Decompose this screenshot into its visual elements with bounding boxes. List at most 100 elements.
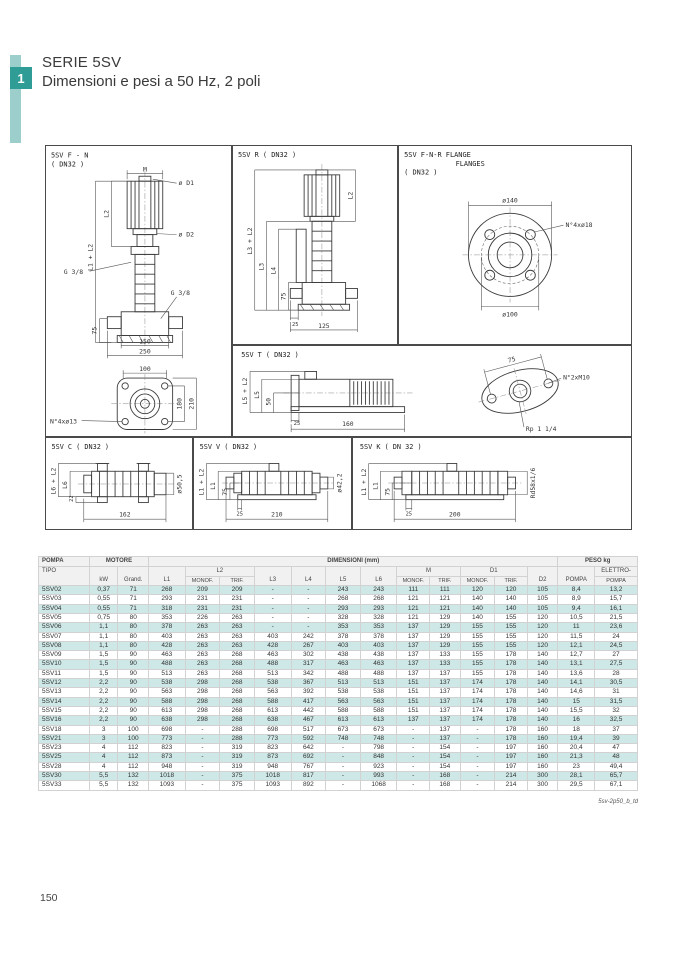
dimension-cell: 268 xyxy=(219,678,255,689)
dimension-cell: 467 xyxy=(290,715,327,726)
dimension-cell: 378 xyxy=(148,622,186,633)
dimension-cell: 154 xyxy=(429,761,461,773)
dimension-cell: 21,3 xyxy=(557,752,596,763)
dimension-cell: 367 xyxy=(290,678,327,689)
dimension-cell: - xyxy=(396,780,431,791)
dimension-cell: 137 xyxy=(396,622,431,633)
pump-type-cell: 5SV33 xyxy=(38,780,90,791)
dim-label-50: 50 xyxy=(266,398,273,406)
dimension-cell: 231 xyxy=(184,594,221,605)
dimension-cell: 698 xyxy=(148,724,186,735)
dimension-cell: 588 xyxy=(325,705,361,717)
dimension-cell: 178 xyxy=(494,687,528,698)
dimension-cell: 137 xyxy=(396,631,431,642)
page-subtitle: Dimensioni e pesi a 50 Hz, 2 poli xyxy=(42,73,261,90)
dimension-cell: 140 xyxy=(526,659,559,670)
pump-type-cell: 5SV03 xyxy=(38,594,90,605)
dimension-cell: 32,5 xyxy=(594,715,638,726)
dimension-cell: - xyxy=(459,771,496,782)
dimension-cell: 160 xyxy=(526,761,559,773)
dimension-cell: 8,9 xyxy=(557,594,596,605)
dimension-cell: 105 xyxy=(526,594,559,605)
dimension-cell: 463 xyxy=(148,650,186,661)
r-dimensions: L2 L3 + L2 L3 L4 75 25 125 xyxy=(246,169,358,332)
header-grand: Grand. xyxy=(117,565,149,587)
dim-label-l6l2: L6 + L2 xyxy=(50,467,57,494)
dimension-cell: 160 xyxy=(526,743,559,754)
flange-drawing: 5SV F-N-R FLANGE FLANGES ( DN32 ) ø140 xyxy=(404,151,593,318)
panel-flange-title1: 5SV F-N-R FLANGE xyxy=(404,151,471,159)
dimension-cell: 1068 xyxy=(359,780,398,791)
dimension-cell: 174 xyxy=(459,687,496,698)
dimension-cell: 15 xyxy=(557,696,596,707)
dimension-cell: 133 xyxy=(429,650,461,661)
dimension-cell: 638 xyxy=(148,715,186,726)
dimension-cell: - xyxy=(290,585,327,596)
dimension-cell: 174 xyxy=(459,696,496,707)
dimension-cell: 342 xyxy=(290,668,327,680)
pump-t-view xyxy=(283,370,413,413)
dimension-cell: - xyxy=(290,612,327,624)
header-d2: D2 xyxy=(526,565,559,587)
dimension-cell: 140 xyxy=(526,715,559,726)
panel-flange-subtitle: ( DN32 ) xyxy=(404,169,437,177)
dimension-cell: 121 xyxy=(396,603,431,615)
pump-type-cell: 5SV23 xyxy=(38,743,90,754)
dimension-cell: 80 xyxy=(117,640,149,652)
dimension-cell: - xyxy=(184,724,221,735)
dimension-cell: 155 xyxy=(494,631,528,642)
dimension-cell: 29,5 xyxy=(557,780,596,791)
dimension-cell: 151 xyxy=(396,696,431,707)
dimension-cell: 178 xyxy=(494,696,528,707)
dim-label-l1: L1 xyxy=(210,482,217,490)
dimension-cell: 120 xyxy=(526,612,559,624)
dimension-cell: 293 xyxy=(359,603,398,615)
dimension-cell: 178 xyxy=(494,715,528,726)
dimension-cell: 0,55 xyxy=(88,594,119,605)
dimension-cell: 2,2 xyxy=(88,715,119,726)
dimension-cell: 120 xyxy=(494,585,528,596)
header-dimensioni: DIMENSIONI (mm) xyxy=(147,556,559,567)
dimension-cell: 48 xyxy=(594,752,638,763)
dimension-cell: 353 xyxy=(148,612,186,624)
dim-label-25: 25 xyxy=(406,511,412,517)
dimension-cell: 375 xyxy=(219,780,255,791)
dimension-cell: 120 xyxy=(526,631,559,642)
panel-v-title: 5SV V ( DN32 ) xyxy=(200,443,258,451)
dimension-cell: 698 xyxy=(253,724,292,735)
header-tipo: TIPO xyxy=(38,565,90,587)
dimension-cell: 11 xyxy=(557,622,596,633)
dimension-cell: 268 xyxy=(219,715,255,726)
header-l4: L4 xyxy=(290,565,327,587)
dimension-cell: 588 xyxy=(359,705,398,717)
dimension-cell: 823 xyxy=(253,743,292,754)
technical-drawings: 5SV F - N ( DN32 ) xyxy=(45,145,632,530)
dimension-cell: 155 xyxy=(494,640,528,652)
dimension-cell: 538 xyxy=(253,678,292,689)
dimension-cell: 90 xyxy=(117,650,149,661)
dimension-cell: 231 xyxy=(219,603,255,615)
dimension-cell: 873 xyxy=(148,752,186,763)
dimension-cell: 353 xyxy=(359,622,398,633)
flange-dimensions: ø140 N°4xø18 ø100 xyxy=(468,196,593,318)
page-number: 150 xyxy=(40,892,58,904)
dim-label-25: 25 xyxy=(292,322,299,328)
dimension-cell: 300 xyxy=(526,771,559,782)
dimension-cell: 174 xyxy=(459,678,496,689)
dim-label-25: 25 xyxy=(236,511,242,517)
pump-type-cell: 5SV12 xyxy=(38,678,90,689)
dim-label-l5: L5 xyxy=(254,391,261,399)
header-l3: L3 xyxy=(253,565,292,587)
dimension-cell: 137 xyxy=(396,668,431,680)
pump-type-cell: 5SV02 xyxy=(38,585,90,596)
dimension-cell: 378 xyxy=(325,631,361,642)
pump-type-cell: 5SV09 xyxy=(38,650,90,661)
dimension-cell: 160 xyxy=(526,733,559,745)
